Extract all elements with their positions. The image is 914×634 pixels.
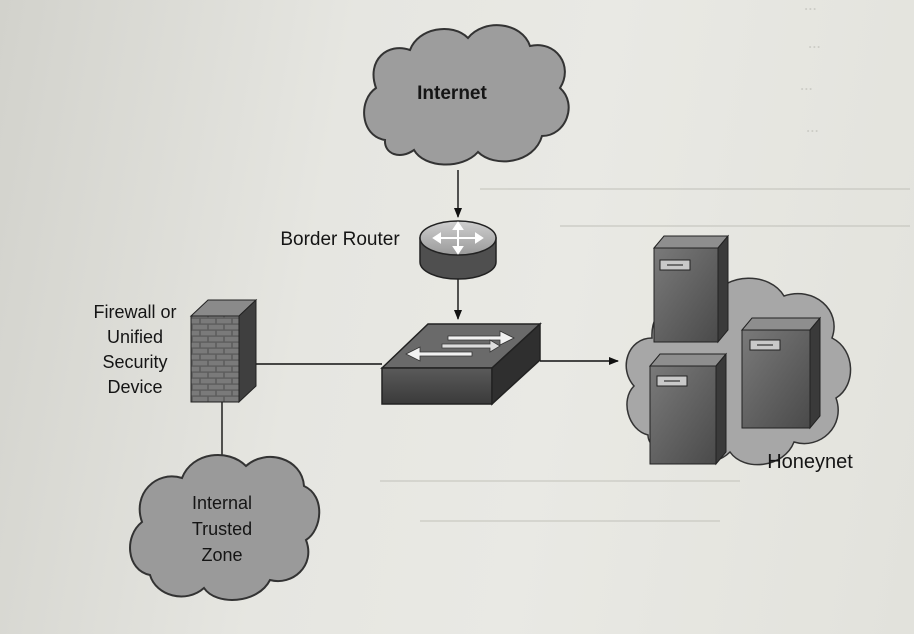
background-print-texture: ... ... ... ... bbox=[380, 0, 910, 522]
honeypot-server-3 bbox=[648, 352, 728, 466]
svg-text:Security: Security bbox=[102, 352, 167, 372]
svg-text:Unified: Unified bbox=[107, 327, 163, 347]
svg-text:...: ... bbox=[800, 75, 813, 94]
switch-device bbox=[380, 322, 542, 406]
switch-arrows-icon bbox=[405, 330, 515, 362]
svg-text:...: ... bbox=[804, 0, 817, 14]
router-arrows-icon bbox=[432, 221, 484, 255]
firewall-device: Firewall or Unified Security Device bbox=[93, 298, 258, 404]
honeynet: Honeynet bbox=[625, 234, 853, 473]
connections bbox=[221, 170, 619, 462]
internal-zone-label-line1: Internal bbox=[192, 493, 252, 513]
internet-cloud: Internet bbox=[363, 24, 570, 166]
svg-text:Firewall or: Firewall or bbox=[93, 302, 176, 322]
firewall-label: Firewall or Unified Security Device bbox=[93, 302, 176, 397]
internal-zone-cloud: Internal Trusted Zone bbox=[129, 453, 321, 601]
honeypot-server-1 bbox=[652, 234, 730, 344]
border-router: Border Router bbox=[280, 220, 497, 280]
svg-text:Device: Device bbox=[107, 377, 162, 397]
internal-zone-label-line2: Trusted bbox=[192, 519, 252, 539]
border-router-label: Border Router bbox=[280, 229, 400, 250]
internal-zone-label-line3: Zone bbox=[201, 545, 242, 565]
svg-text:...: ... bbox=[806, 117, 819, 136]
honeypot-server-2 bbox=[740, 316, 822, 430]
honeynet-label: Honeynet bbox=[767, 451, 853, 473]
svg-text:...: ... bbox=[808, 33, 821, 52]
internet-label: Internet bbox=[417, 83, 487, 104]
